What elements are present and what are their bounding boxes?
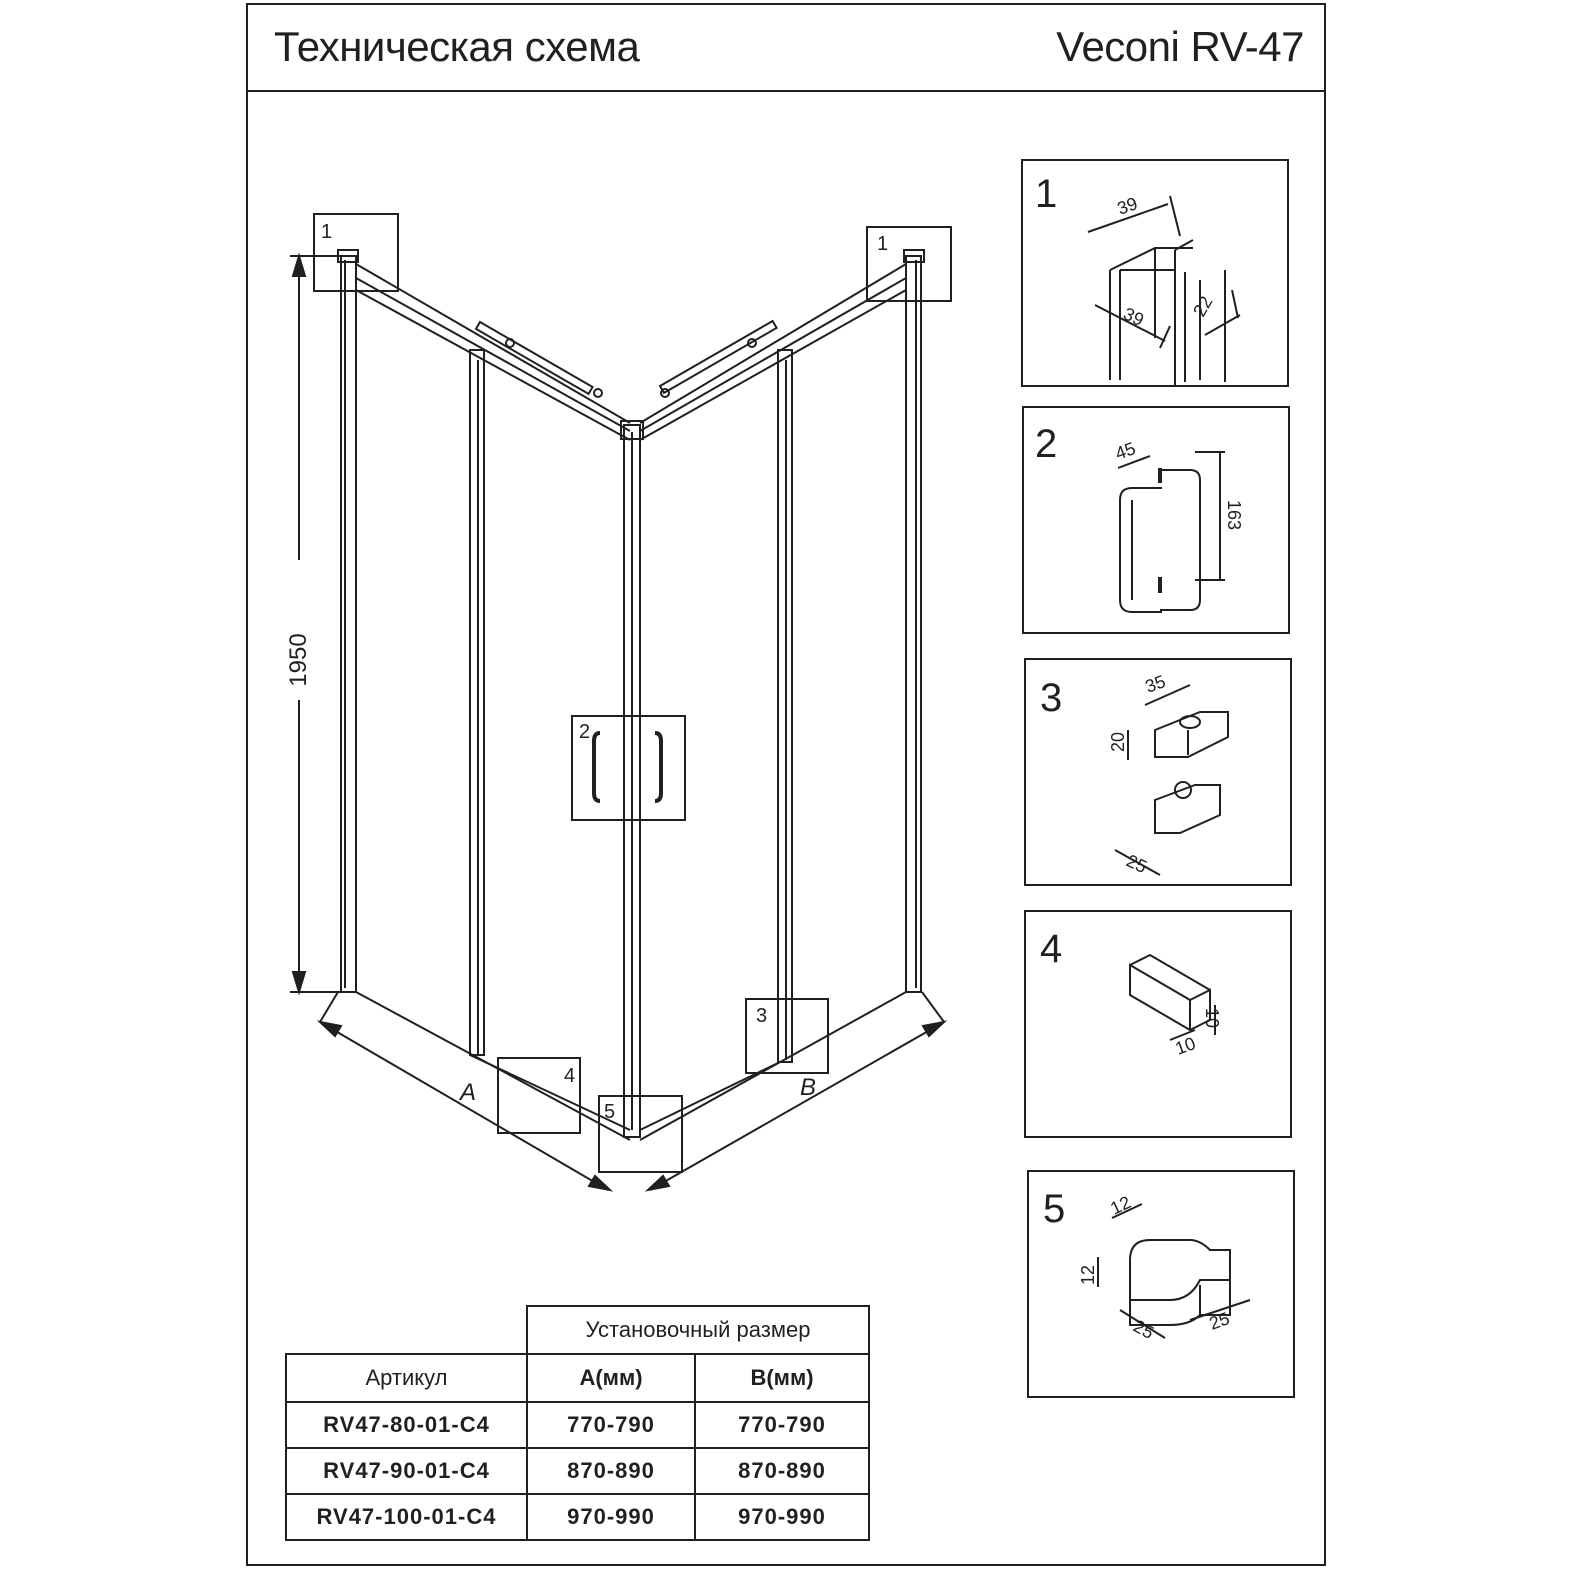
detail-2-number: 2 bbox=[1035, 422, 1057, 466]
dimension-b-label: B bbox=[800, 1074, 816, 1101]
table-cell-b: 970-990 bbox=[694, 1493, 870, 1541]
table-row: RV47-90-01-C4 870-890 870-890 bbox=[285, 1447, 870, 1495]
detail-2-dim-height: 163 bbox=[1224, 500, 1244, 530]
table-cell-b: 770-790 bbox=[694, 1401, 870, 1449]
table-row: RV47-100-01-C4 970-990 970-990 bbox=[285, 1493, 870, 1541]
table-cell-article: RV47-90-01-C4 bbox=[285, 1447, 528, 1495]
table-cell-a: 970-990 bbox=[526, 1493, 696, 1541]
detail-1-dim-mid: 39 bbox=[1120, 303, 1147, 330]
callout-1-right: 1 bbox=[877, 233, 888, 255]
drawing-sheet bbox=[246, 3, 1326, 1566]
size-table-header-b: B(мм) bbox=[694, 1353, 870, 1403]
detail-2-dim-width: 45 bbox=[1113, 438, 1139, 464]
table-cell-a: 770-790 bbox=[526, 1401, 696, 1449]
dimension-a-label: A bbox=[458, 1079, 476, 1106]
title-block: Техническая схема Veconi RV-47 bbox=[246, 3, 1326, 92]
detail-1-dim-side: 22 bbox=[1189, 293, 1216, 320]
detail-3-dim-height: 20 bbox=[1108, 732, 1128, 752]
detail-4-number: 4 bbox=[1040, 927, 1062, 971]
size-table-header-article: Артикул bbox=[285, 1353, 528, 1403]
model-name: Veconi RV-47 bbox=[1056, 23, 1304, 70]
detail-4-dim-height: 10 bbox=[1202, 1008, 1222, 1028]
table-cell-b: 870-890 bbox=[694, 1447, 870, 1495]
callout-4: 4 bbox=[564, 1065, 575, 1087]
size-table-header-a: A(мм) bbox=[526, 1353, 696, 1403]
table-row: RV47-80-01-C4 770-790 770-790 bbox=[285, 1401, 870, 1449]
callout-1-left: 1 bbox=[321, 221, 332, 243]
detail-3-number: 3 bbox=[1040, 676, 1062, 720]
detail-1-number: 1 bbox=[1035, 172, 1057, 216]
table-cell-article: RV47-80-01-C4 bbox=[285, 1401, 528, 1449]
detail-3-dim-top: 35 bbox=[1143, 671, 1169, 697]
detail-5-dim-top: 12 bbox=[1107, 1192, 1134, 1219]
callout-2: 2 bbox=[579, 721, 590, 743]
detail-5-dim-height: 12 bbox=[1078, 1265, 1098, 1285]
size-table: Установочный размер Артикул A(мм) B(мм) … bbox=[285, 1305, 870, 1541]
table-cell-a: 870-890 bbox=[526, 1447, 696, 1495]
page-title: Техническая схема bbox=[274, 23, 640, 70]
callout-3: 3 bbox=[756, 1005, 767, 1027]
size-table-group-header: Установочный размер bbox=[526, 1305, 870, 1355]
height-dimension: 1950 bbox=[285, 633, 312, 686]
detail-3-dim-bottom: 25 bbox=[1123, 850, 1150, 877]
table-cell-article: RV47-100-01-C4 bbox=[285, 1493, 528, 1541]
detail-5-dim-right: 25 bbox=[1207, 1308, 1233, 1334]
callout-5: 5 bbox=[604, 1101, 615, 1123]
detail-5-number: 5 bbox=[1043, 1187, 1065, 1231]
